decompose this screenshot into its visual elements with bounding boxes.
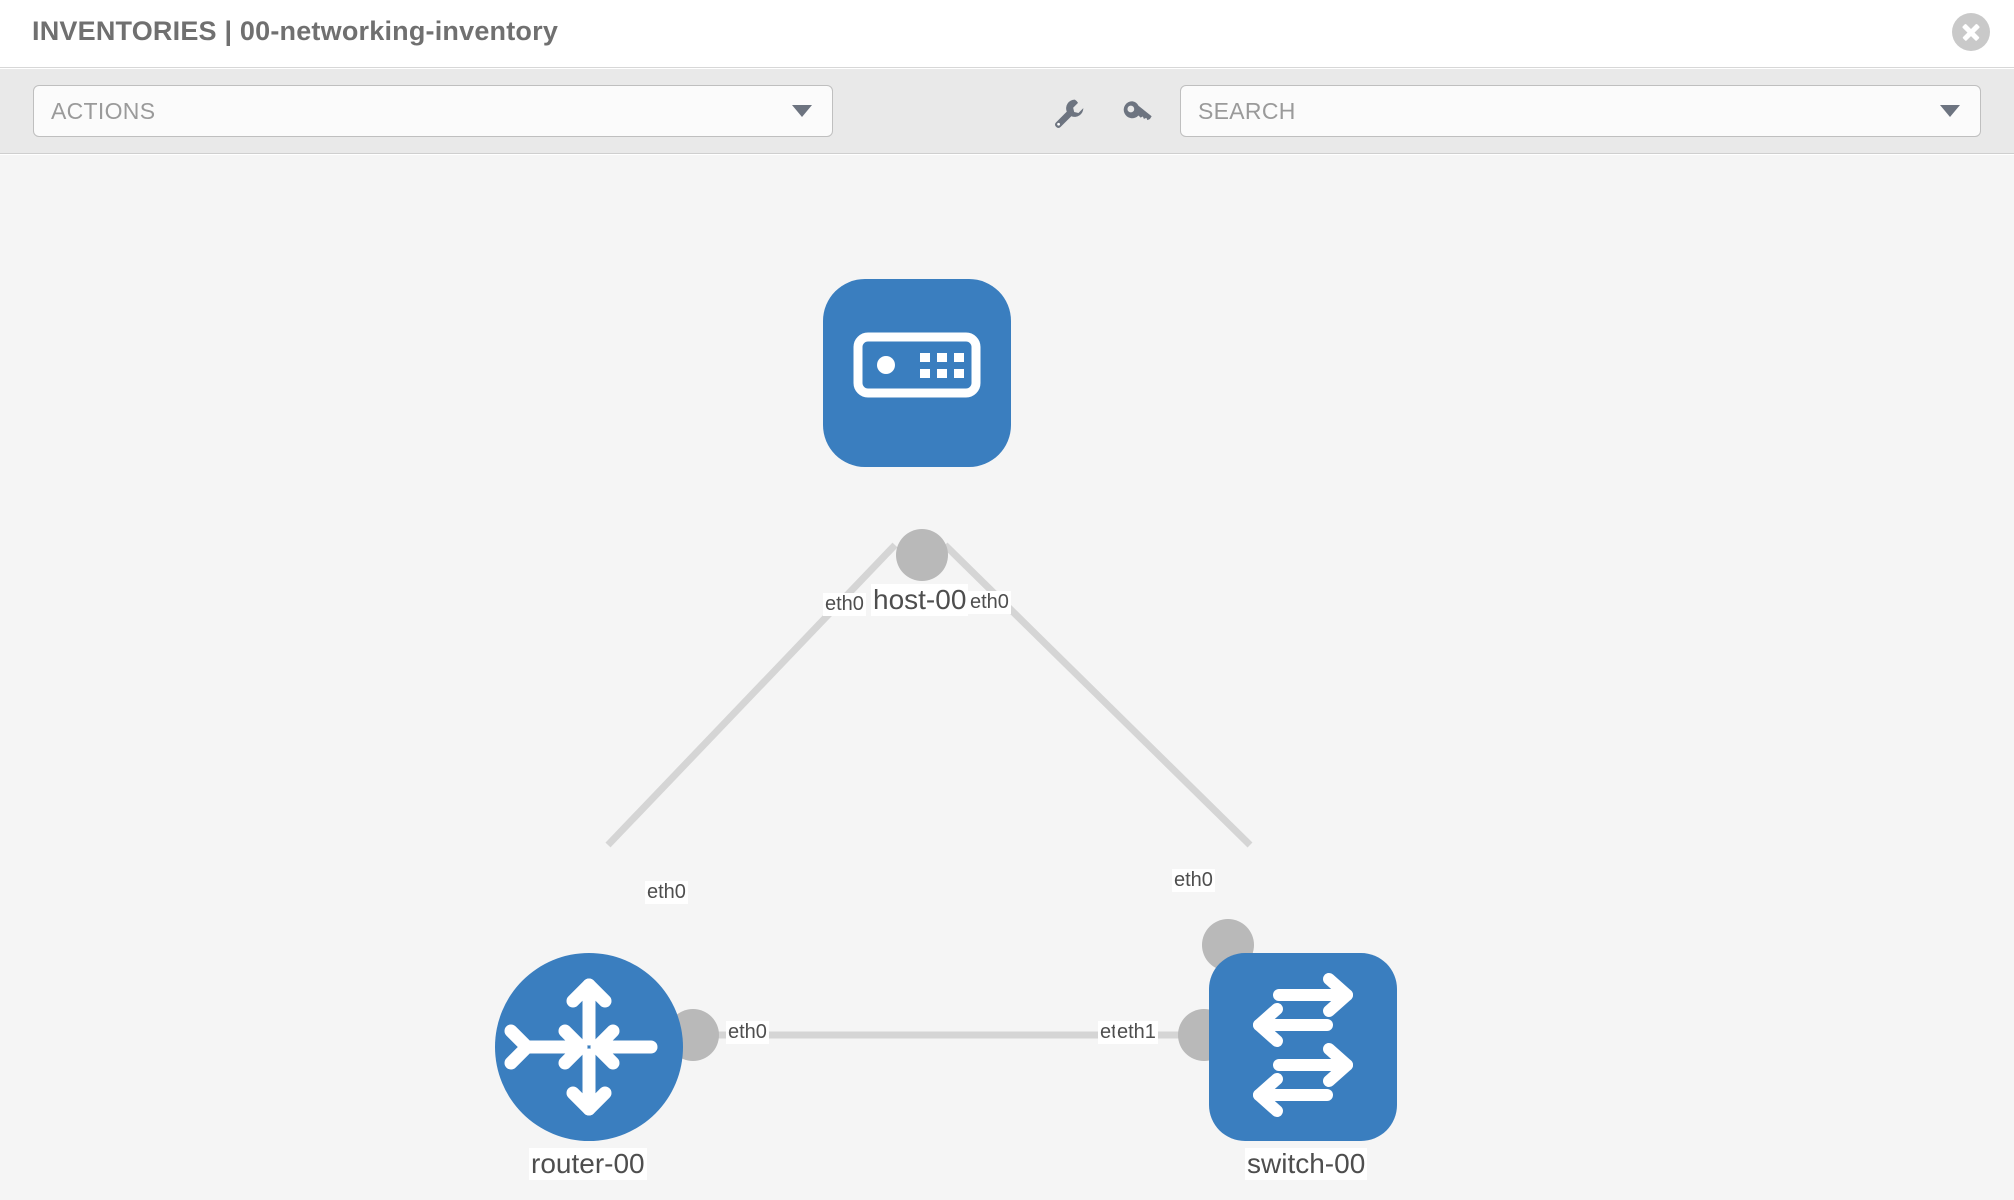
node-host-00[interactable]: [823, 279, 1011, 467]
chevron-down-icon: [792, 105, 812, 117]
interface-label-switch00-eth1: eth1: [1115, 1021, 1158, 1044]
link-host00-switch00[interactable]: [942, 542, 1253, 848]
bidirectional-arrows-icon: [1253, 973, 1353, 1117]
wrench-icon[interactable]: [1052, 97, 1086, 131]
window-header: INVENTORIES | 00-networking-inventory: [0, 0, 2014, 68]
interface-label-host00-left: eth0: [823, 593, 866, 616]
toolbar: ACTIONS SEARCH: [0, 69, 2014, 154]
close-icon[interactable]: [1952, 13, 1990, 51]
chevron-down-icon: [1940, 105, 1960, 117]
four-arrows-inward-icon: [504, 978, 658, 1116]
actions-dropdown-label: ACTIONS: [51, 97, 156, 124]
node-label-switch-00: switch-00: [1245, 1148, 1368, 1180]
topology-canvas[interactable]: eth0 eth0 eth0 eth0 eth0 eth0 eth1 host-…: [0, 155, 2014, 1200]
search-input-value: SEARCH: [1198, 97, 1296, 124]
topology-ports: [667, 529, 1254, 1061]
node-router-00[interactable]: [495, 953, 683, 1141]
server-rack-icon: [853, 332, 981, 398]
port-host00-bottom[interactable]: [896, 529, 948, 581]
interface-label-switch00-uplink: eth0: [1172, 869, 1215, 892]
interface-label-router00-uplink: eth0: [645, 881, 688, 904]
search-input[interactable]: SEARCH: [1180, 85, 1981, 137]
link-host00-router00[interactable]: [605, 542, 898, 848]
topology-links: [605, 542, 1253, 1039]
interface-label-host00-right: eth0: [968, 591, 1011, 614]
topology-graph: [495, 279, 1397, 1141]
node-switch-00[interactable]: [1209, 953, 1397, 1141]
page-title: INVENTORIES | 00-networking-inventory: [32, 16, 559, 46]
node-label-host-00: host-00: [871, 584, 969, 616]
interface-label-router00-eth0: eth0: [726, 1021, 769, 1044]
actions-dropdown[interactable]: ACTIONS: [33, 85, 833, 137]
key-icon[interactable]: [1120, 97, 1154, 131]
node-label-router-00: router-00: [529, 1148, 647, 1180]
